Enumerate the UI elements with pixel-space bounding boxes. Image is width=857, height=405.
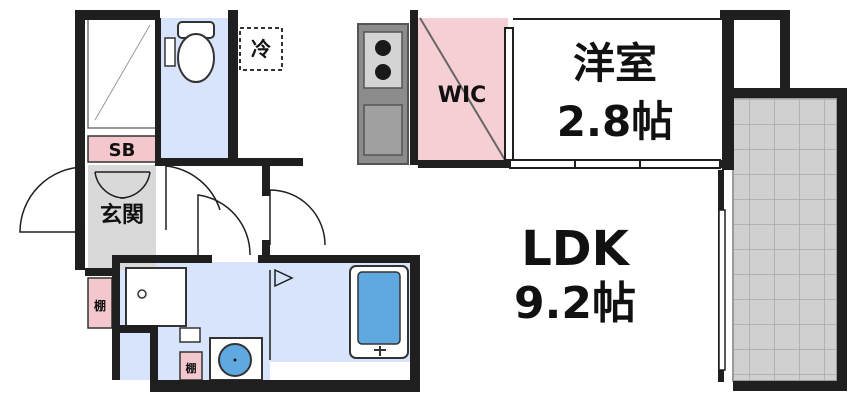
shoe-box-label: SB	[109, 140, 136, 161]
sliding-door	[509, 159, 721, 169]
washbasin	[125, 267, 187, 327]
washroom-door	[197, 194, 251, 256]
burner-icon	[375, 64, 391, 80]
burner-icon	[375, 40, 391, 56]
wic-label: WIC	[438, 83, 487, 108]
shoe-box	[87, 135, 157, 163]
fridge-label: 冷	[251, 37, 271, 61]
entrance-floor	[88, 165, 156, 270]
shelf-1-label: 棚	[94, 298, 106, 313]
fridge-space	[239, 27, 283, 71]
ldk-size: 9.2帖	[514, 278, 636, 329]
wic-door	[504, 27, 514, 161]
western-room-size: 2.8帖	[557, 97, 673, 146]
shelf-1-box	[87, 277, 113, 329]
front-door	[19, 166, 86, 233]
shelf-2-label: 棚	[186, 361, 197, 375]
toilet-door	[165, 165, 221, 230]
western-room-name: 洋室	[573, 39, 657, 88]
hall-door	[269, 189, 326, 246]
toilet-remote	[164, 37, 176, 67]
bathtub-basin	[357, 271, 401, 345]
bath-door	[274, 268, 294, 288]
entrance-label: 玄関	[100, 202, 144, 228]
balcony	[732, 97, 838, 382]
wic-divider	[419, 17, 506, 161]
ldk-window	[718, 209, 726, 371]
sink	[363, 104, 403, 156]
ldk-name: LDK	[521, 221, 630, 277]
toilet-icon	[177, 33, 215, 83]
walls	[75, 10, 847, 392]
entrance-door-right	[119, 171, 151, 199]
